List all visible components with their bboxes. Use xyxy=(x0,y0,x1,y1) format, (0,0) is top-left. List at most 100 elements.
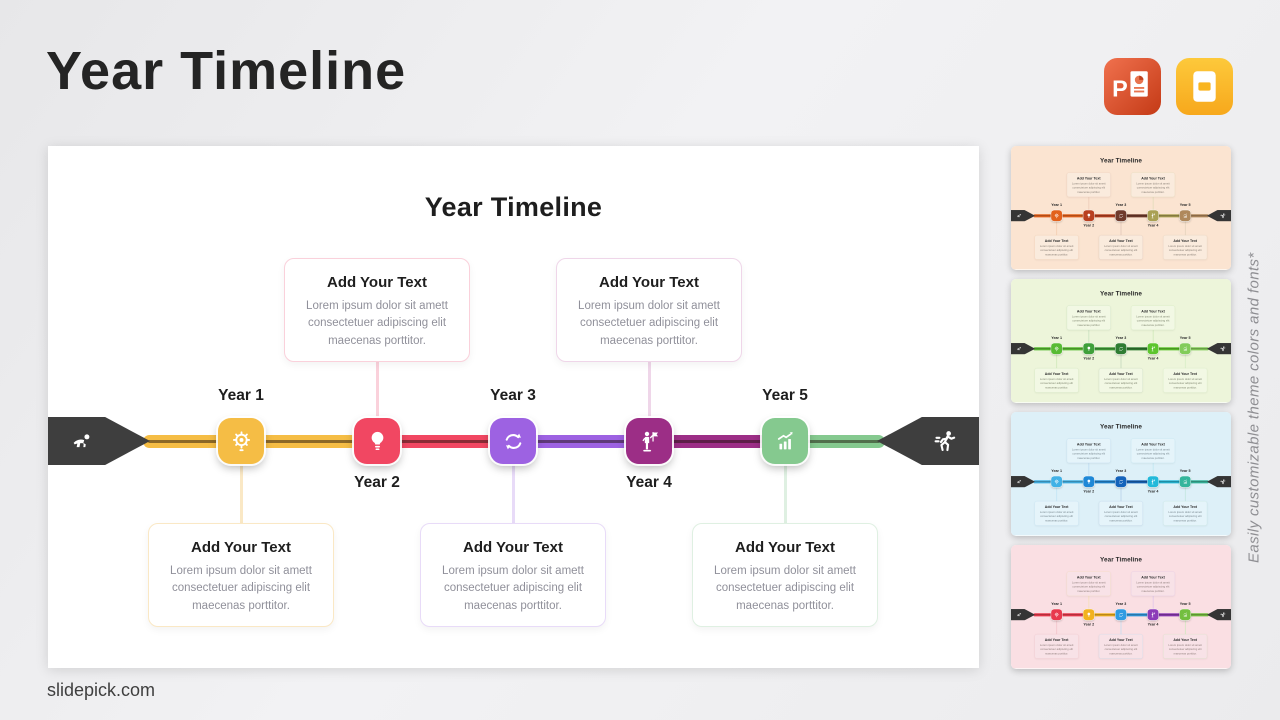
text-box-body: Lorem ipsum dolor sit amett consectetuer… xyxy=(1039,245,1074,257)
text-box-body: Lorem ipsum dolor sit amett consectetuer… xyxy=(1039,378,1074,390)
text-box-title: Add Your Text xyxy=(1173,371,1197,376)
slide-title: Year Timeline xyxy=(1100,289,1142,297)
running-person-icon xyxy=(934,430,956,451)
year-label: Year 5 xyxy=(1179,468,1191,473)
person-flag-icon xyxy=(1151,213,1156,219)
year-label: Year 5 xyxy=(762,387,808,404)
text-box: Add Your Text Lorem ipsum dolor sit amet… xyxy=(1163,235,1208,260)
text-box-title: Add Your Text xyxy=(190,539,291,556)
text-box-body: Lorem ipsum dolor sit amett consectetuer… xyxy=(1071,315,1106,327)
theme-thumbnail-pink[interactable]: Year Timeline xyxy=(1011,545,1231,669)
text-box-body: Lorem ipsum dolor sit amett consectetuer… xyxy=(1104,245,1138,257)
crawling-person-icon xyxy=(73,433,90,447)
slide-preview: Year Timeline xyxy=(48,146,979,668)
timeline-bar-segment xyxy=(1120,480,1154,484)
text-box-title: Add Your Text xyxy=(1109,504,1133,509)
text-box-body: Lorem ipsum dolor sit amett consectetuer… xyxy=(1168,644,1202,656)
milestone-node xyxy=(1083,343,1095,355)
year-label: Year 2 xyxy=(354,474,400,491)
text-box-body: Lorem ipsum dolor sit amett consectetuer… xyxy=(578,300,720,347)
crawling-person-icon xyxy=(1017,347,1021,351)
connector-line xyxy=(1120,354,1122,369)
year-label: Year 2 xyxy=(1083,356,1095,361)
connector-line xyxy=(239,464,243,525)
gear-idea-icon xyxy=(232,430,250,451)
powerpoint-icon[interactable]: P xyxy=(1104,58,1161,115)
milestone-node xyxy=(1115,476,1127,488)
connector-line xyxy=(1184,221,1186,236)
text-box: Add Your Text Lorem ipsum dolor sit amet… xyxy=(1066,438,1111,464)
text-box: Add Your Text Lorem ipsum dolor sit amet… xyxy=(1131,305,1175,331)
theme-thumbnail-blue[interactable]: Year Timeline xyxy=(1011,412,1231,536)
connector-line xyxy=(1152,197,1154,211)
text-box: Add Your Text Lorem ipsum dolor sit amet… xyxy=(1066,305,1111,331)
slide-title: Year Timeline xyxy=(1100,555,1142,563)
text-box-title: Add Your Text xyxy=(734,539,835,556)
timeline-bar-segment xyxy=(1120,613,1154,617)
text-box-body: Lorem ipsum dolor sit amett consectetuer… xyxy=(1039,644,1074,656)
theme-thumbnail-orange[interactable]: Year Timeline xyxy=(1011,146,1231,270)
connector-line xyxy=(511,464,515,525)
year-label: Year 3 xyxy=(1115,202,1127,207)
year-label: Year 3 xyxy=(1115,468,1127,473)
connector-line xyxy=(1152,596,1154,610)
text-box: Add Your Text Lorem ipsum dolor sit amet… xyxy=(148,523,334,627)
timeline-start-arrow xyxy=(1011,476,1036,488)
svg-text:P: P xyxy=(1112,76,1128,102)
year-label: Year 3 xyxy=(490,387,536,404)
footer-link[interactable]: slidepick.com xyxy=(47,680,156,700)
text-box: Add Your Text Lorem ipsum dolor sit amet… xyxy=(1034,501,1079,526)
milestone-node xyxy=(1083,609,1095,621)
timeline-bar-segment xyxy=(1153,347,1186,351)
timeline-bar-segment xyxy=(1120,214,1154,218)
timeline-start-arrow xyxy=(1011,609,1036,621)
year-label: Year 5 xyxy=(1179,335,1191,340)
text-box: Add Your Text Lorem ipsum dolor sit amet… xyxy=(1034,634,1079,659)
timeline-start-arrow xyxy=(1011,343,1036,355)
text-box-body: Lorem ipsum dolor sit amett consectetuer… xyxy=(306,300,448,347)
timeline-bar-segment xyxy=(1185,214,1209,218)
google-slides-icon[interactable] xyxy=(1176,58,1233,115)
lightbulb-icon xyxy=(1087,346,1091,351)
lightbulb-icon xyxy=(1087,213,1091,218)
connector-line xyxy=(375,362,379,420)
text-box-title: Add Your Text xyxy=(1044,238,1069,243)
text-box-title: Add Your Text xyxy=(1173,637,1197,642)
year-label: Year 4 xyxy=(1147,223,1159,228)
text-box-title: Add Your Text xyxy=(462,539,563,556)
year-label: Year 1 xyxy=(1051,202,1063,207)
text-box: Add Your Text Lorem ipsum dolor sit amet… xyxy=(1034,235,1079,260)
milestone-node xyxy=(1179,609,1191,621)
text-box: Add Your Text Lorem ipsum dolor sit amet… xyxy=(692,523,878,627)
text-box-title: Add Your Text xyxy=(1044,504,1069,509)
text-box: Add Your Text Lorem ipsum dolor sit amet… xyxy=(1034,368,1079,393)
text-box: Add Your Text Lorem ipsum dolor sit amet… xyxy=(1163,634,1208,659)
lightbulb-icon xyxy=(371,431,383,450)
text-box-title: Add Your Text xyxy=(1109,238,1133,243)
timeline-bar-segment xyxy=(513,435,649,448)
lightbulb-icon xyxy=(1087,479,1091,484)
milestone-node xyxy=(1115,343,1127,355)
text-box-title: Add Your Text xyxy=(1076,442,1101,447)
connector-line xyxy=(1184,487,1186,502)
connector-line xyxy=(1088,463,1090,477)
growth-chart-icon xyxy=(777,431,793,449)
milestone-node xyxy=(1147,609,1159,621)
text-box-title: Add Your Text xyxy=(1044,371,1069,376)
milestone-node xyxy=(1051,609,1063,621)
text-box-body: Lorem ipsum dolor sit amett consectetuer… xyxy=(1136,182,1170,194)
theme-thumbnail-green[interactable]: Year Timeline xyxy=(1011,279,1231,403)
year-label: Year 3 xyxy=(1115,335,1127,340)
page-title: Year Timeline xyxy=(46,41,407,101)
exchange-arrows-icon xyxy=(1119,479,1123,484)
year-label: Year 1 xyxy=(1051,468,1063,473)
year-label: Year 2 xyxy=(1083,223,1095,228)
text-box-title: Add Your Text xyxy=(598,274,699,291)
timeline-bar-segment xyxy=(1153,214,1186,218)
year-label: Year 1 xyxy=(1051,601,1063,606)
timeline-bar-segment xyxy=(649,435,785,448)
text-box-title: Add Your Text xyxy=(1141,309,1165,314)
connector-line xyxy=(1184,620,1186,635)
connector-line xyxy=(1120,487,1122,502)
timeline-bar-segment xyxy=(1185,613,1209,617)
